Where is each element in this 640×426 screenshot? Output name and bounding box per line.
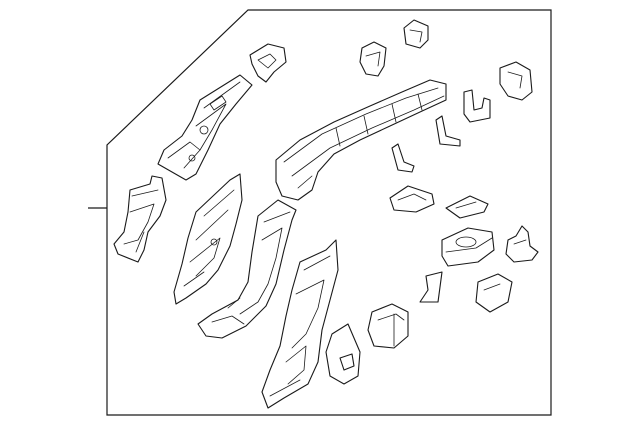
part-small-bracket-top[interactable] xyxy=(249,43,287,83)
part-floor-side-member[interactable] xyxy=(275,79,447,201)
part-reinforcement-a[interactable] xyxy=(441,227,495,267)
part-reinforcement-b[interactable] xyxy=(505,225,539,263)
part-support-a[interactable] xyxy=(391,143,415,173)
part-support-c[interactable] xyxy=(475,273,513,313)
part-support-d[interactable] xyxy=(367,303,409,349)
part-bracket-c[interactable] xyxy=(499,61,533,101)
part-bracket-e[interactable] xyxy=(435,115,461,147)
part-bracket-a[interactable] xyxy=(359,41,387,77)
part-inner-rail-center[interactable] xyxy=(197,199,297,339)
part-gusset-b[interactable] xyxy=(445,195,489,219)
part-rear-rail-upper[interactable] xyxy=(157,74,253,181)
part-gusset-a[interactable] xyxy=(389,185,435,213)
part-bracket-b[interactable] xyxy=(403,19,429,49)
part-inner-rail-left[interactable] xyxy=(173,173,243,305)
part-support-b[interactable] xyxy=(419,271,443,303)
part-bracket-d[interactable] xyxy=(463,89,491,123)
part-side-extension[interactable] xyxy=(113,175,167,263)
part-support-f[interactable] xyxy=(339,353,355,371)
part-inner-rail-lower[interactable] xyxy=(261,239,339,409)
